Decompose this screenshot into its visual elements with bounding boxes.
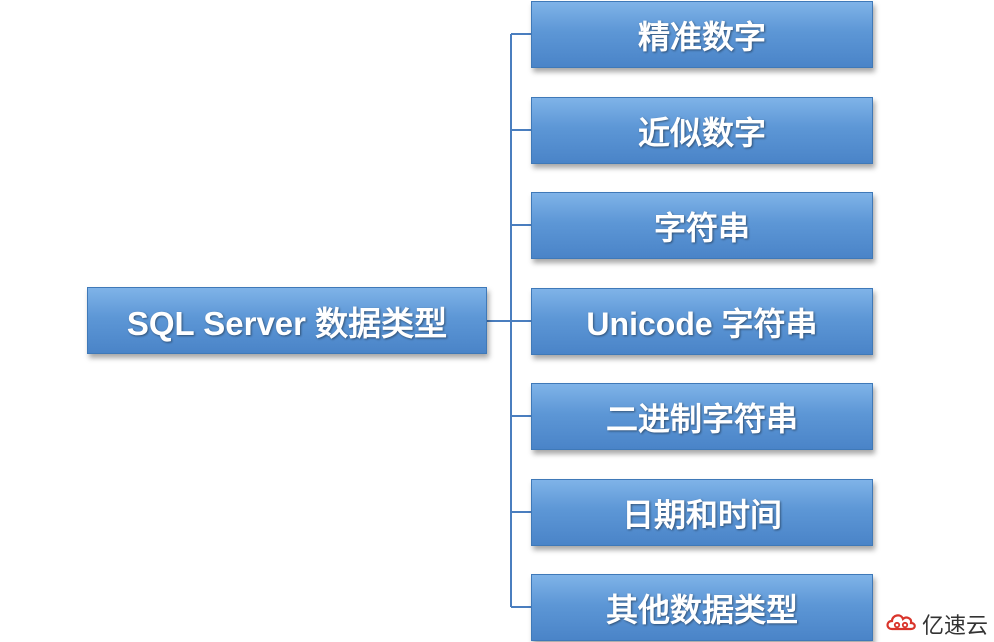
child-node-label: 字符串	[653, 209, 750, 246]
child-node: Unicode 字符串	[531, 288, 873, 355]
cloud-logo-icon	[884, 610, 918, 639]
child-node: 二进制字符串	[531, 383, 873, 450]
child-node: 日期和时间	[531, 479, 873, 546]
root-node: SQL Server 数据类型	[87, 287, 487, 354]
child-node-label: Unicode 字符串	[586, 305, 818, 342]
child-node-label: 其他数据类型	[605, 591, 798, 628]
child-node-label: 日期和时间	[621, 496, 782, 533]
child-node: 字符串	[531, 192, 873, 259]
root-node-label: SQL Server 数据类型	[126, 304, 448, 342]
child-node: 精准数字	[531, 1, 873, 68]
child-node-label: 精准数字	[637, 18, 766, 55]
child-node-label: 近似数字	[637, 114, 766, 151]
child-node: 其他数据类型	[531, 574, 873, 641]
child-node-label: 二进制字符串	[605, 400, 798, 437]
watermark-text: 亿速云	[921, 614, 988, 639]
child-node: 近似数字	[531, 97, 873, 164]
watermark: 亿速云	[884, 608, 988, 640]
